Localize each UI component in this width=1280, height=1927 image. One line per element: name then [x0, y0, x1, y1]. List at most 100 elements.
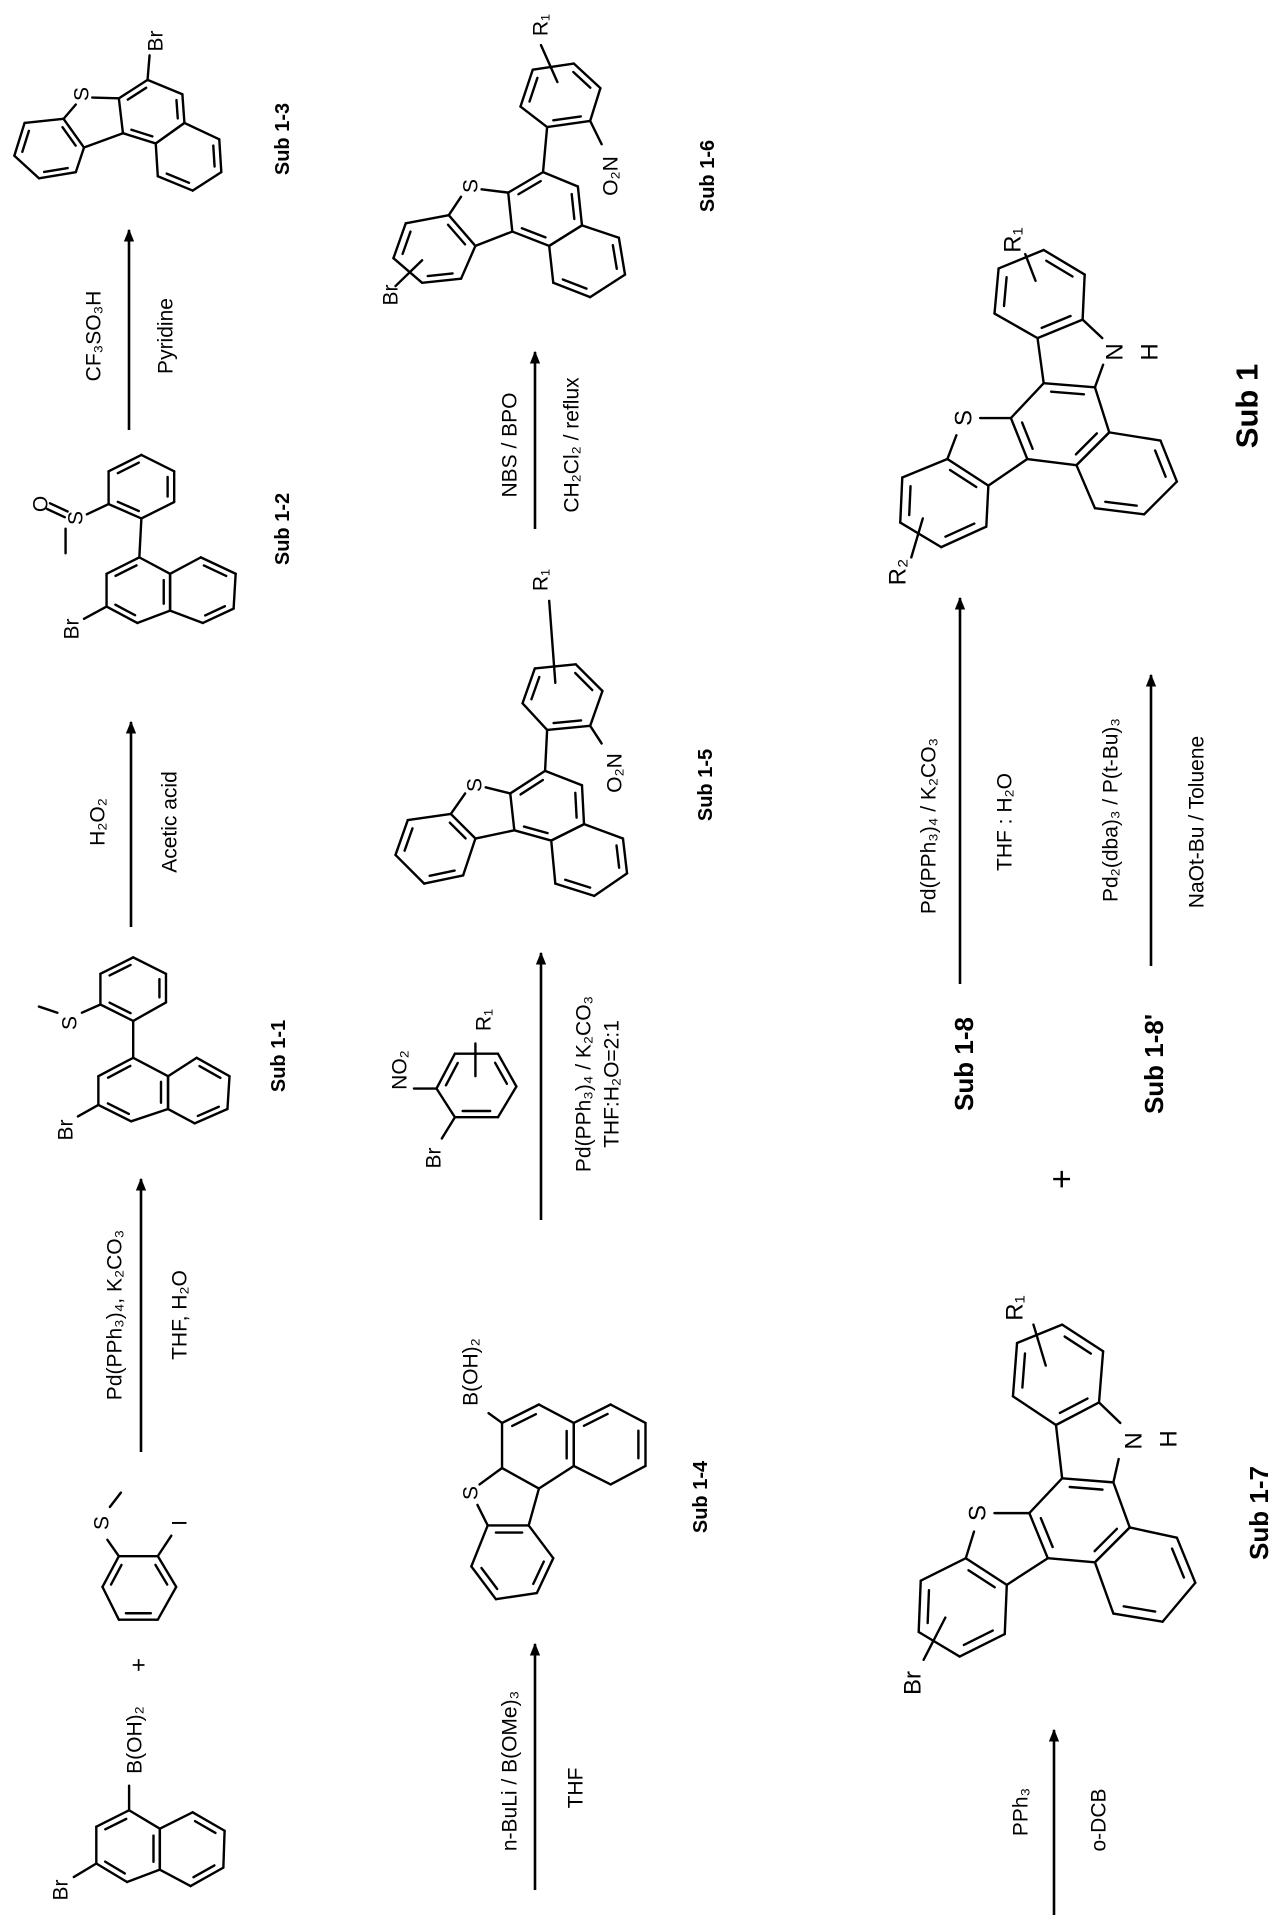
bromonitrobenzene-ring-bond — [436, 1089, 454, 1118]
sub-1-3-ring-bond — [184, 123, 219, 139]
step3-reagent-bottom: Pyridine — [155, 298, 178, 374]
sub-1-5-ring-bond — [582, 785, 584, 824]
iodothioanisole-bond — [110, 1493, 121, 1507]
step7-reagent-top: PPh₃ — [1010, 1788, 1033, 1836]
sub-1-bond — [1038, 338, 1044, 383]
sub-1-4-ring-bond — [502, 1405, 539, 1423]
sub-1-double-bond — [1105, 502, 1136, 506]
step9-reagent-bottom: NaOt-Bu / Toluene — [1186, 736, 1209, 908]
sub-1-ring-bond — [900, 477, 902, 522]
sub-1-7-ring-bond — [919, 1632, 960, 1657]
sub-1-3-ring-bond — [25, 119, 64, 123]
atom-br: Br — [50, 1879, 73, 1900]
sub-1-4-ring-bond — [471, 1525, 487, 1566]
sub-1-3-double-bond — [22, 131, 29, 152]
sub-1-2-ring-bond — [170, 611, 203, 623]
iodothioanisole-ring-bond — [102, 1556, 118, 1587]
sub-1-double-bond — [1022, 423, 1032, 449]
sub-1-ring-bond — [1109, 432, 1160, 440]
sub-1-1-ring-bond — [131, 1109, 168, 1121]
sub-1-ring-bond — [902, 459, 947, 477]
sub-1-1-ring-bond — [168, 1109, 195, 1123]
sub-1-2-bond — [50, 503, 68, 511]
sub-1-4-ring-bond — [529, 1525, 554, 1558]
sub-1-bond — [947, 435, 956, 459]
iodothioanisole-ring-bond — [158, 1587, 176, 1620]
atom-nitro: O₂N — [600, 156, 623, 196]
sub-1-2-ring-bond — [141, 502, 174, 518]
sub-1-7-ring-bond — [1163, 1583, 1196, 1622]
sub-1-5-ring-bond — [395, 855, 424, 884]
sub-1-7-ring-bond — [1113, 1482, 1129, 1527]
atom-s: S — [464, 778, 487, 792]
sub-1-4-ring-bond — [537, 1558, 553, 1593]
sub-1-3-bond — [92, 98, 119, 99]
sub-1-2-ring-bond — [137, 611, 170, 623]
sub-1-6-ring-bond — [520, 107, 547, 127]
sub-1-2-ring-bond — [234, 574, 236, 609]
sub-1-6-double-bond — [613, 245, 617, 269]
sub-1-ring-bond — [986, 486, 988, 527]
atom-r1: R₁ — [1000, 227, 1027, 252]
sub-1-5-double-bond — [524, 827, 548, 834]
sub-1-5-ring-bond — [510, 793, 514, 830]
sub-1-5-ring-bond — [551, 824, 584, 840]
sub-1-double-bond — [1076, 433, 1097, 454]
iodothioanisole-ring-bond — [102, 1587, 118, 1620]
sub-1-bond — [1095, 365, 1103, 388]
sub-1-5-ring-bond — [523, 703, 548, 730]
sub-1-6-ring-bond — [422, 279, 461, 283]
atom-r1: R₁ — [473, 1009, 496, 1031]
sub-1-5-ring-bond — [408, 814, 451, 820]
label-sub-1: Sub 1 — [1230, 364, 1265, 448]
sub-1-7-ring-bond — [1013, 1396, 1056, 1425]
step4-reagent-top: n-BuLi / B(OMe)₃ — [499, 1691, 522, 1851]
sub-1-1-bond — [78, 1105, 98, 1116]
sub-1-7-bond — [924, 1618, 946, 1660]
sub-1-4-ring-bond — [539, 1405, 574, 1423]
sub-1-4-bond — [489, 1413, 503, 1423]
atom-s: S — [965, 1505, 992, 1521]
sub-1-3-bond — [84, 133, 123, 147]
step2-reagent-bottom: Acetic acid — [159, 771, 182, 873]
sub-1-4-ring-bond — [574, 1466, 611, 1484]
sub-1-6-double-bond — [403, 232, 411, 254]
iodothioanisole-bond — [158, 1536, 172, 1556]
sub-1-6-double-bond — [428, 273, 453, 276]
sub-1-5-ring-bond — [555, 884, 594, 896]
sub-1-bond — [1025, 254, 1035, 281]
sub-1-7-bond — [1007, 1558, 1048, 1585]
label-sub-1-3: Sub 1-3 — [272, 103, 294, 175]
sub-1-ring-bond — [1044, 383, 1095, 387]
atom-br: Br — [900, 1671, 927, 1695]
sub-1-5-ring-bond — [623, 839, 627, 874]
sub-1-5-ring-bond — [590, 691, 602, 726]
sub-1-7-double-bond — [1095, 1529, 1117, 1551]
sub-1-3-double-bond — [131, 130, 152, 137]
sub-1-5-double-bond — [554, 720, 582, 723]
atom-br: Br — [145, 30, 168, 51]
sub-1-6-bond — [449, 197, 461, 215]
atom-r2: R₂ — [885, 559, 912, 586]
sub-1-ring-bond — [1038, 320, 1083, 338]
sub-1-7-ring-bond — [1048, 1558, 1095, 1562]
label-sub-1-1: Sub 1-1 — [268, 1020, 290, 1092]
sub-1-5-bond — [590, 726, 601, 744]
atom-s: S — [951, 410, 978, 426]
sub-1-6-ring-bond — [508, 193, 512, 232]
sub-1-5-double-bond — [565, 880, 590, 888]
sub-1-2-ring-bond — [139, 557, 170, 573]
sub-1-double-bond — [1051, 392, 1084, 395]
sub-1-3-double-bond — [213, 146, 214, 167]
step1-reagent-bottom: THF, H₂O — [169, 1270, 192, 1360]
sub-1-bond — [1083, 320, 1103, 338]
sub-1-7-ring-bond — [1099, 1351, 1103, 1402]
sub-1-4-ring-bond — [496, 1593, 537, 1599]
sub-1-6-double-bond — [573, 72, 590, 88]
atom-br: Br — [423, 1147, 446, 1168]
sub-1-double-bond — [950, 470, 976, 487]
sub-1-6-ring-bond — [512, 232, 549, 246]
sub-1-5-double-bond — [575, 673, 592, 690]
label-sub-1-5: Sub 1-5 — [695, 749, 717, 821]
